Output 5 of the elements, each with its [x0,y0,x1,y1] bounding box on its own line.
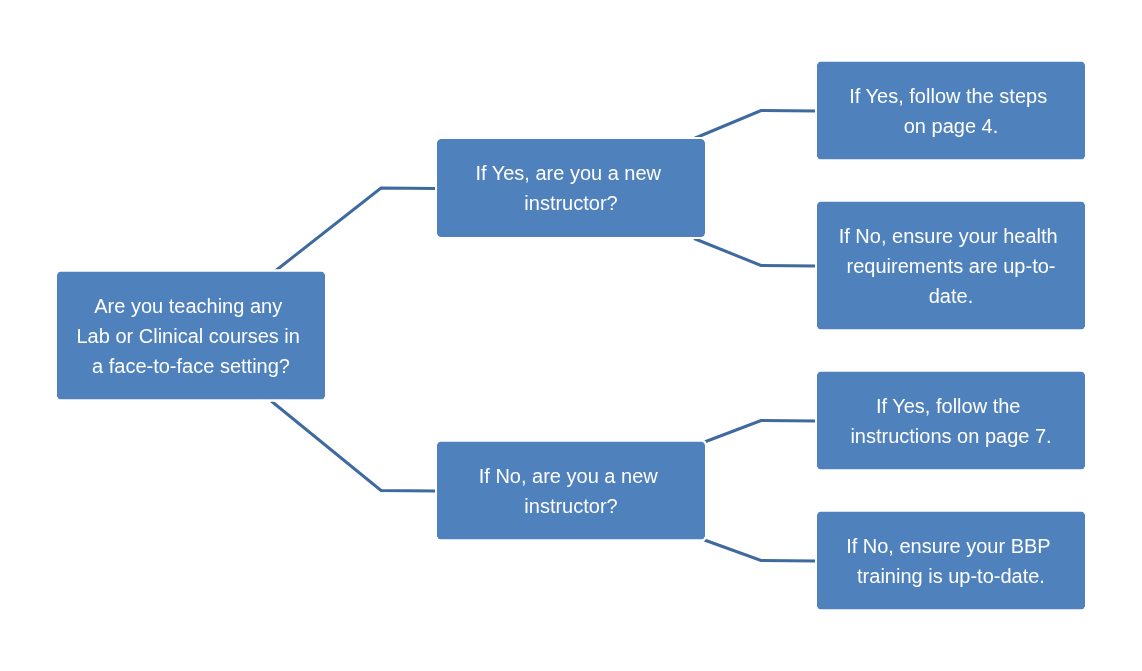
connector [270,399,437,493]
connector [693,109,817,140]
connector [693,237,817,268]
connector [704,538,817,563]
connector [703,419,817,444]
